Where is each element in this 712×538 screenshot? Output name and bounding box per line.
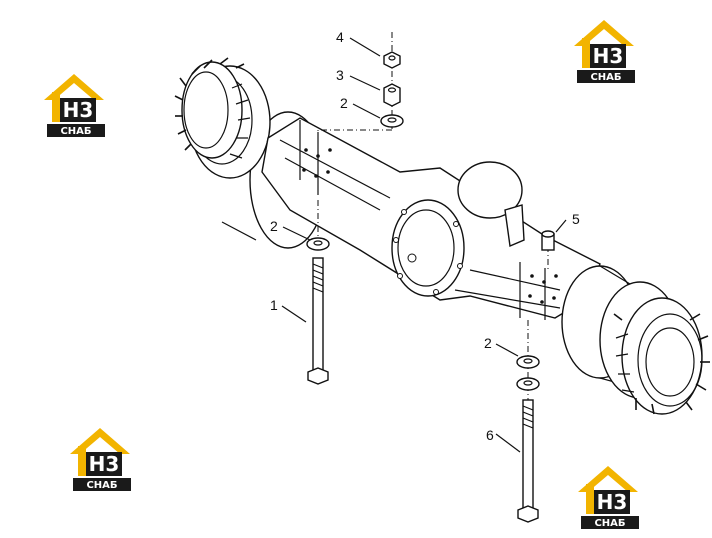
callout-2-left: 2	[270, 218, 278, 234]
svg-text:H3: H3	[89, 452, 120, 476]
nut-part-4	[383, 51, 401, 69]
callout-1: 1	[270, 297, 278, 313]
callout-4: 4	[336, 29, 344, 45]
bolt-part-1	[307, 257, 329, 385]
callout-3: 3	[336, 67, 344, 83]
washer-part-2-left	[306, 237, 330, 251]
svg-text:H3: H3	[597, 490, 628, 514]
callout-5: 5	[572, 211, 580, 227]
svg-text:СНАБ: СНАБ	[60, 126, 91, 137]
svg-text:H3: H3	[63, 98, 94, 122]
dowel-part-5	[541, 230, 555, 251]
svg-text:СНАБ: СНАБ	[594, 518, 625, 529]
callout-2-top: 2	[340, 95, 348, 111]
watermark-logo-bottom-right: H3 СНАБ	[578, 466, 639, 529]
svg-text:H3: H3	[593, 44, 624, 68]
locknut-part-3	[383, 83, 401, 107]
watermark-logo-top-left: H3 СНАБ	[44, 74, 105, 137]
leader-lines	[281, 37, 567, 453]
callout-2-right: 2	[484, 335, 492, 351]
washer-part-2-right	[516, 355, 540, 391]
washer-part-2-top	[380, 114, 404, 128]
left-wheel-hub	[174, 57, 327, 249]
callout-6: 6	[486, 427, 494, 443]
svg-text:СНАБ: СНАБ	[86, 480, 117, 491]
watermark-logo-top-right: H3 СНАБ	[574, 20, 635, 83]
right-wheel-hub	[561, 265, 710, 415]
bolt-part-6	[517, 399, 539, 523]
svg-text:СНАБ: СНАБ	[590, 72, 621, 83]
watermark-logo-bottom-left: H3 СНАБ	[70, 428, 131, 491]
axle-housing	[261, 117, 601, 320]
